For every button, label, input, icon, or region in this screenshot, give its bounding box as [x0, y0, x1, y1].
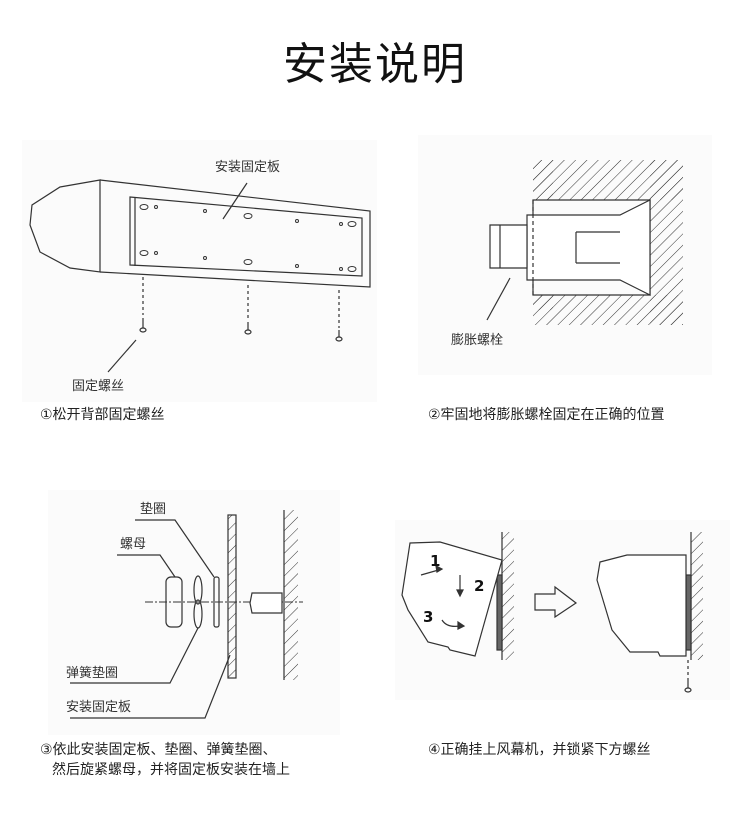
label-nut: 螺母: [120, 537, 146, 552]
step-number-1: 1: [430, 552, 440, 570]
step-number-3: 3: [423, 608, 433, 626]
screw-icon: [335, 330, 343, 342]
expansion-bolt-diagram: 膨胀螺栓: [451, 160, 683, 348]
label-fixing-screw: 固定螺丝: [72, 379, 124, 394]
label-washer: 垫圈: [140, 501, 166, 517]
label-spring-washer: 弹簧垫圈: [66, 665, 118, 681]
label-expansion-bolt: 膨胀螺栓: [451, 333, 503, 348]
screw-icon: [684, 680, 692, 693]
step1-caption: ①松开背部固定螺丝: [40, 407, 165, 423]
step4-caption: ④正确挂上风幕机，并锁紧下方螺丝: [428, 742, 651, 758]
arrow-right-icon: [534, 585, 578, 619]
label-mounting-plate: 安装固定板: [66, 700, 131, 715]
air-curtain-back-diagram: 安装固定板 固定螺丝: [29, 160, 371, 394]
nut-icon: [165, 576, 183, 628]
mounting-assembly-diagram: 垫圈 螺母 弹簧垫圈 安装固定板: [66, 501, 303, 719]
plate-holes: [139, 204, 357, 272]
step-number-2: 2: [474, 577, 484, 595]
label-mounting-plate: 安装固定板: [215, 160, 280, 175]
step3-caption-line2: 然后旋紧螺母，并将固定板安装在墙上: [52, 762, 290, 778]
screw-icon: [139, 318, 147, 333]
hang-unit-diagram: 1 2 3: [401, 532, 703, 693]
step2-caption: ②牢固地将膨胀螺栓固定在正确的位置: [428, 407, 665, 423]
screw-icon: [244, 322, 252, 335]
step3-caption-line1: ③依此安装固定板、垫圈、弹簧垫圈、: [40, 742, 277, 758]
page-title: 安装说明: [283, 39, 467, 90]
